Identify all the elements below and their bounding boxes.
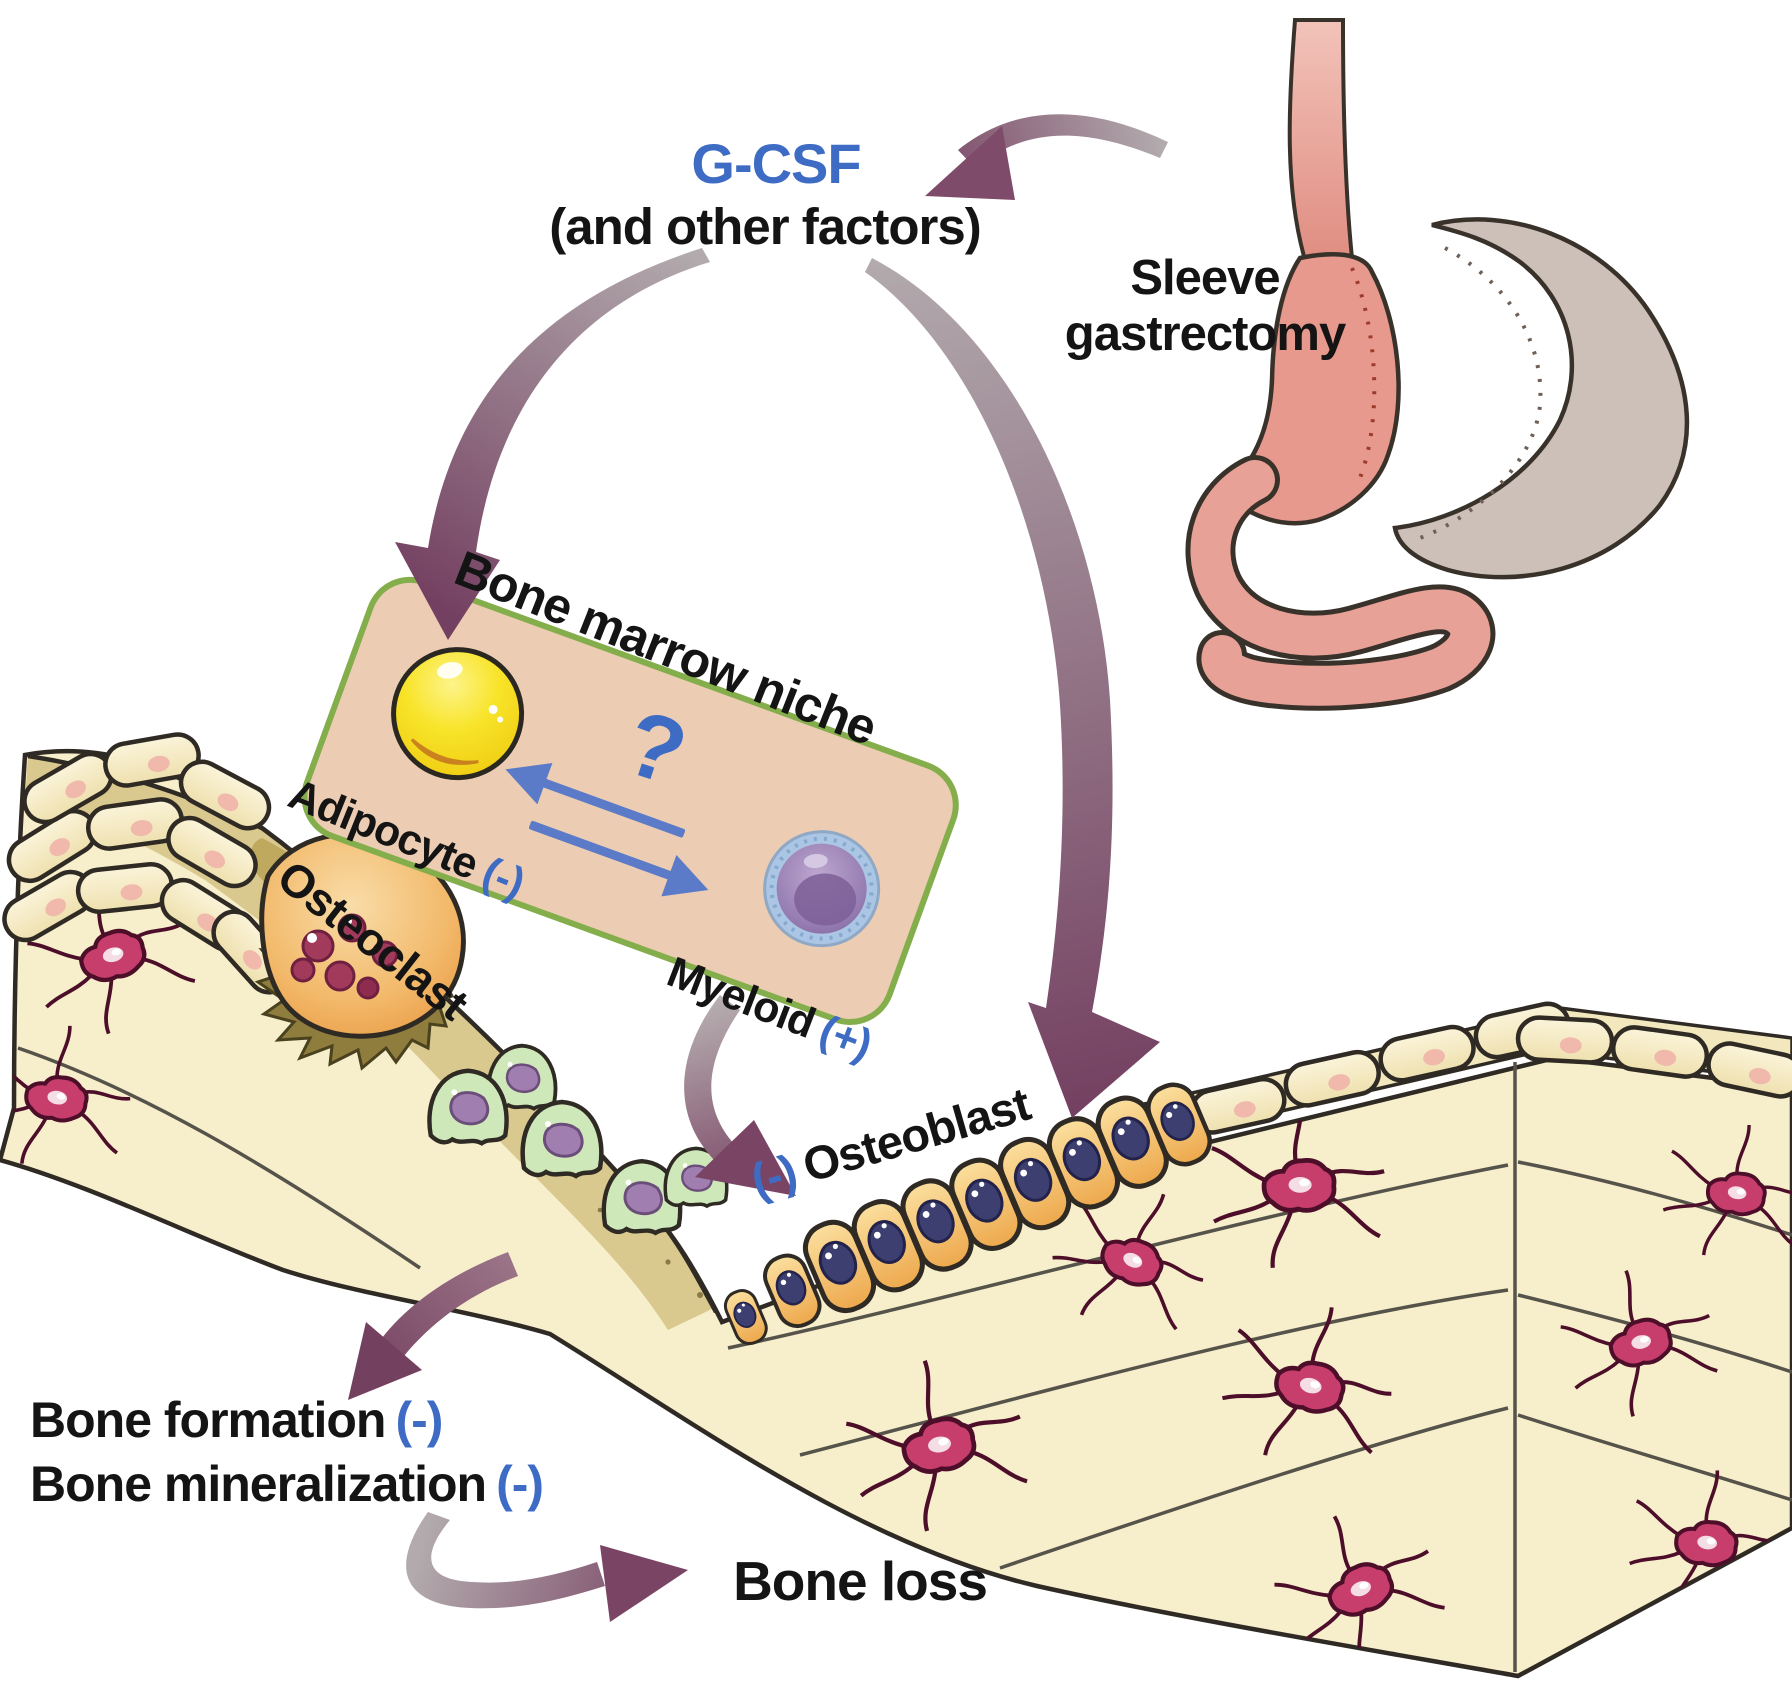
esophagus (1287, 18, 1355, 263)
bone-mineralization-sign: (-) (496, 1456, 544, 1512)
bone-block (0, 731, 1792, 1679)
arrow-to-bone-loss (406, 1512, 688, 1622)
bone-lamellae (17, 1046, 1792, 1672)
sleeve-line1: Sleeve (1130, 251, 1280, 305)
myeloid-cell (763, 830, 881, 948)
osteoclast-granules (290, 913, 399, 1000)
bone-marrow-niche-box (301, 576, 959, 1025)
arrow-bone-to-formation (348, 1252, 518, 1400)
stomach-removed-portion (1392, 217, 1690, 580)
sleeve-gastrectomy-label: Sleeve gastrectomy (1005, 250, 1405, 363)
gcsf-label: G-CSF (691, 132, 861, 195)
bone-formation-sign: (-) (395, 1392, 443, 1448)
arrow-stomach-to-gcsf (925, 114, 1168, 200)
arrow-niche-to-osteoblast (684, 995, 796, 1196)
adipocyte-cell (391, 647, 525, 781)
arrows (348, 114, 1168, 1622)
exchange-arrows (505, 763, 709, 897)
osteoclast-cell (254, 831, 466, 1071)
stomach-sleeve (1218, 252, 1401, 526)
arrow-gcsf-to-niche (395, 248, 710, 640)
arrow-gcsf-to-bone (865, 258, 1160, 1118)
sleeve-line2: gastrectomy (1064, 307, 1346, 362)
intestine (1185, 455, 1496, 711)
bone-formation-label: Bone formation(-) (30, 1392, 443, 1448)
stomach-illustration (1185, 18, 1690, 711)
bone-loss-label: Bone loss (733, 1550, 988, 1612)
bone-mineralization-label: Bone mineralization(-) (30, 1456, 544, 1512)
other-factors-label: (and other factors) (549, 198, 982, 255)
